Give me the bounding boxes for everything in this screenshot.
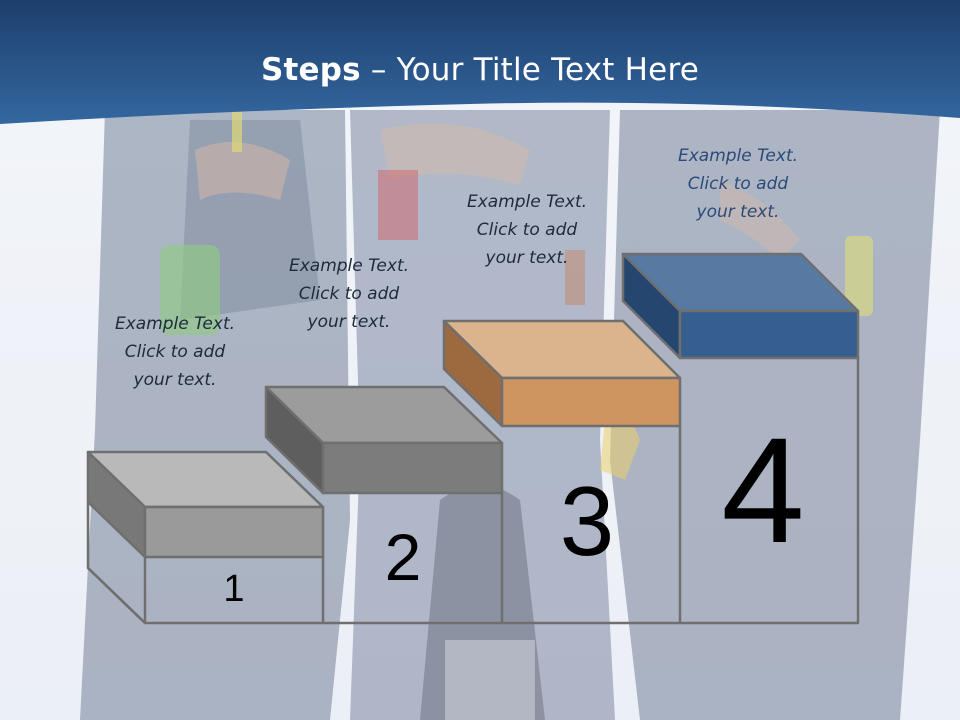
step-3-number: 3 <box>559 466 615 576</box>
step-1-caption[interactable]: Example Text. Click to add your text. <box>90 310 260 394</box>
step-2-block-front <box>321 441 504 495</box>
caption-line: Example Text. <box>466 192 588 212</box>
caption-line: your text. <box>133 370 217 390</box>
header-band <box>0 0 960 124</box>
slide-title-rest: – Your Title Text Here <box>360 52 699 88</box>
step-4-block-front <box>678 309 860 360</box>
step-1-number: 1 <box>223 568 245 610</box>
caption-line: Click to add <box>476 220 578 240</box>
step-3-block-front <box>500 376 682 428</box>
step-4-box <box>680 358 860 625</box>
step-blocks <box>86 252 860 625</box>
caption-line: Example Text. <box>677 146 799 166</box>
caption-line: your text. <box>696 202 780 222</box>
caption-line: Click to add <box>298 284 400 304</box>
step-4-number: 4 <box>721 406 805 574</box>
step-1-block-front <box>143 505 325 559</box>
step-4-caption[interactable]: Example Text. Click to add your text. <box>653 142 823 226</box>
caption-line: your text. <box>307 312 391 332</box>
step-3-caption[interactable]: Example Text. Click to add your text. <box>442 188 612 272</box>
caption-line: Click to add <box>687 174 789 194</box>
slide-title-bold: Steps <box>260 52 361 88</box>
step-1-lower-edge <box>87 567 146 624</box>
caption-line: Example Text. <box>114 314 236 334</box>
step-2-caption[interactable]: Example Text. Click to add your text. <box>264 252 434 336</box>
slide-title[interactable]: Steps – Your Title Text Here <box>0 52 960 88</box>
caption-line: Click to add <box>124 342 226 362</box>
caption-line: your text. <box>485 248 569 268</box>
step-2-number: 2 <box>384 520 422 594</box>
caption-line: Example Text. <box>288 256 410 276</box>
